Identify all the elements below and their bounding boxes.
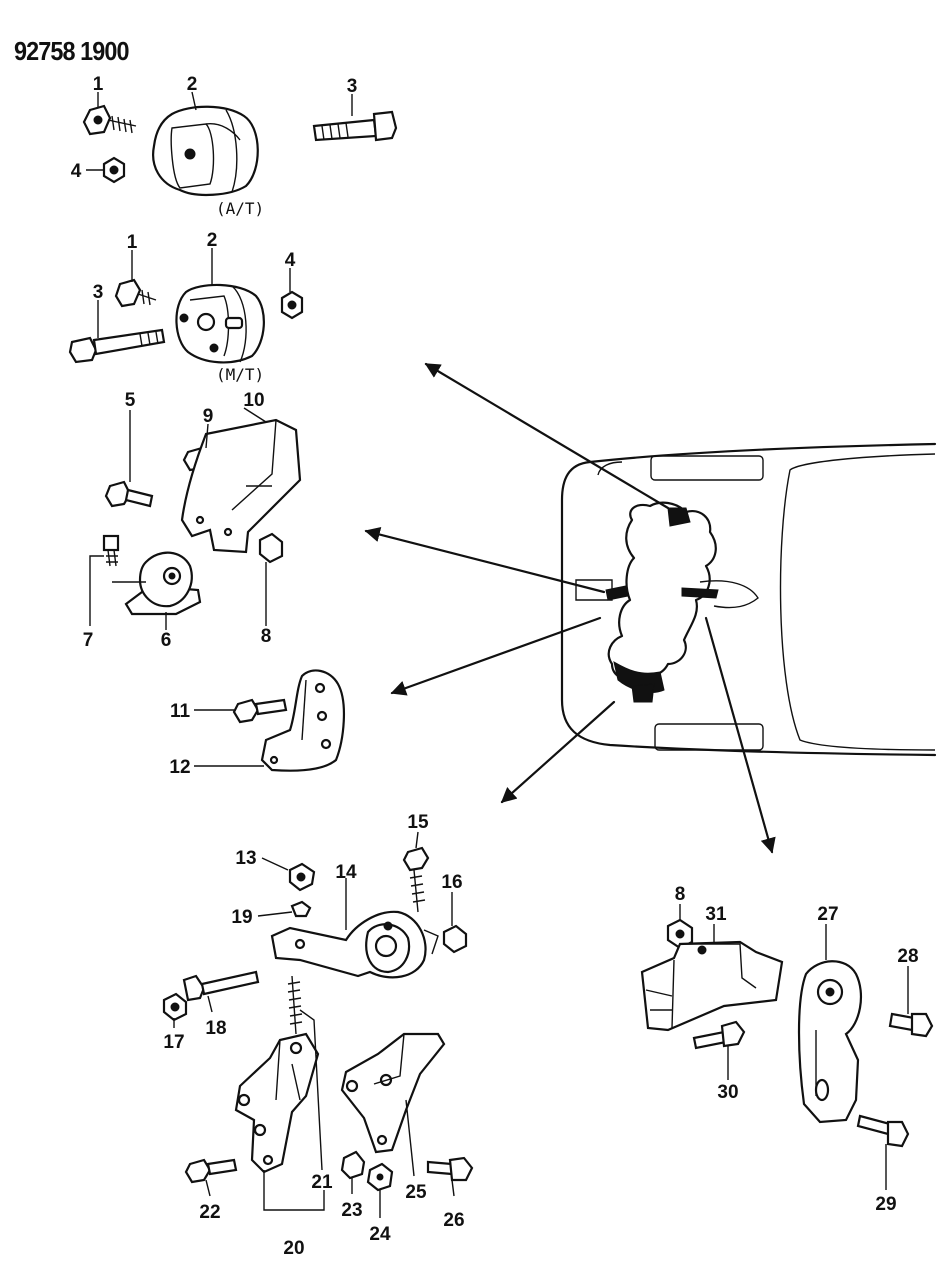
callout-4-at: 4: [71, 161, 82, 182]
bolt-15: [402, 846, 430, 913]
callout-8: 8: [261, 626, 272, 647]
callout-27: 27: [817, 904, 838, 925]
nut-23: [340, 1150, 366, 1180]
bolt-5: [104, 480, 154, 508]
callout-25: 25: [405, 1182, 427, 1203]
callout-29: 29: [875, 1194, 896, 1215]
bracket-12: [260, 669, 346, 772]
bolt-28: [888, 1012, 934, 1038]
callout-11: 11: [170, 701, 191, 722]
bracket-25: [340, 1032, 446, 1154]
nut-8: [258, 532, 284, 564]
callout-3-at: 3: [347, 76, 358, 97]
drawing-number: 92758 1900: [14, 36, 130, 66]
callout-26: 26: [443, 1210, 464, 1231]
nut-13: [288, 862, 316, 892]
callout-10: 10: [243, 390, 264, 411]
callout-2-mt: 2: [207, 230, 218, 251]
callout-14: 14: [335, 862, 357, 883]
nut-17: [162, 992, 188, 1022]
front-mount-group: [102, 418, 302, 616]
stud-21: [287, 975, 303, 1035]
washer-19: [290, 900, 312, 918]
callout-20: 20: [283, 1238, 304, 1259]
bolt-1-at: [82, 104, 137, 136]
callout-21: 21: [311, 1172, 333, 1193]
callout-7: 7: [83, 630, 94, 651]
callout-2-at: 2: [187, 74, 198, 95]
callout-9: 9: [203, 406, 214, 427]
callout-15: 15: [407, 812, 429, 833]
bolt-1-mt: [114, 278, 157, 308]
nut-4-at: [102, 156, 126, 184]
bolt-3-mt: [68, 328, 166, 364]
insulator-14: [270, 910, 439, 979]
right-mount-group: [640, 918, 934, 1148]
bolt-26: [426, 1156, 474, 1182]
bracket-31: [640, 940, 784, 1032]
callout-23: 23: [341, 1200, 362, 1221]
rear-mount-group: [162, 846, 474, 1192]
engine-bay-outline: [560, 442, 937, 757]
insulator-6: [112, 551, 202, 616]
engine-block-silhouette: [605, 501, 719, 703]
callout-leaders: [86, 91, 909, 1218]
callout-28: 28: [897, 946, 918, 967]
bolt-3-at: [312, 110, 398, 142]
insulator-27: [797, 960, 863, 1124]
nut-4-mt: [280, 290, 304, 320]
insulator-2-at: [152, 105, 259, 197]
callout-1-at: 1: [93, 74, 104, 95]
leader-arrows: [364, 362, 776, 854]
bolt-22: [184, 1158, 238, 1184]
bolt-30: [692, 1020, 746, 1050]
bolt-18: [182, 970, 260, 1002]
callout-1-mt: 1: [127, 232, 138, 253]
bracket-10: [180, 418, 302, 554]
insulator-2-mt: [175, 283, 265, 364]
callout-5: 5: [125, 390, 136, 411]
nut-16: [442, 924, 468, 954]
callout-24: 24: [369, 1224, 391, 1245]
callout-4-mt: 4: [285, 250, 296, 271]
callout-6: 6: [161, 630, 172, 651]
callout-30: 30: [717, 1082, 738, 1103]
at-mount-group: (A/T): [82, 104, 398, 218]
callout-17: 17: [163, 1032, 184, 1053]
callout-16: 16: [441, 872, 462, 893]
callout-numbers: 1 2 3 4 1 2 3 4 5 9 10 7 6 8 11 12 15 13…: [71, 74, 919, 1259]
bracket-group-11-12: [232, 669, 346, 772]
bracket-20: [234, 1032, 320, 1174]
nut-24: [366, 1162, 394, 1192]
variant-label-at: (A/T): [216, 199, 264, 218]
bolt-7: [102, 534, 120, 567]
bolt-11: [232, 698, 288, 724]
variant-label-mt: (M/T): [216, 365, 264, 384]
callout-12: 12: [169, 757, 190, 778]
callout-19: 19: [231, 907, 252, 928]
callout-13: 13: [235, 848, 256, 869]
mt-mount-group: (M/T): [68, 278, 304, 384]
callout-18: 18: [205, 1018, 226, 1039]
callout-31: 31: [705, 904, 727, 925]
callout-22: 22: [199, 1202, 220, 1223]
bolt-29: [856, 1114, 910, 1148]
callout-3-mt: 3: [93, 282, 104, 303]
callout-8-right: 8: [675, 884, 686, 905]
